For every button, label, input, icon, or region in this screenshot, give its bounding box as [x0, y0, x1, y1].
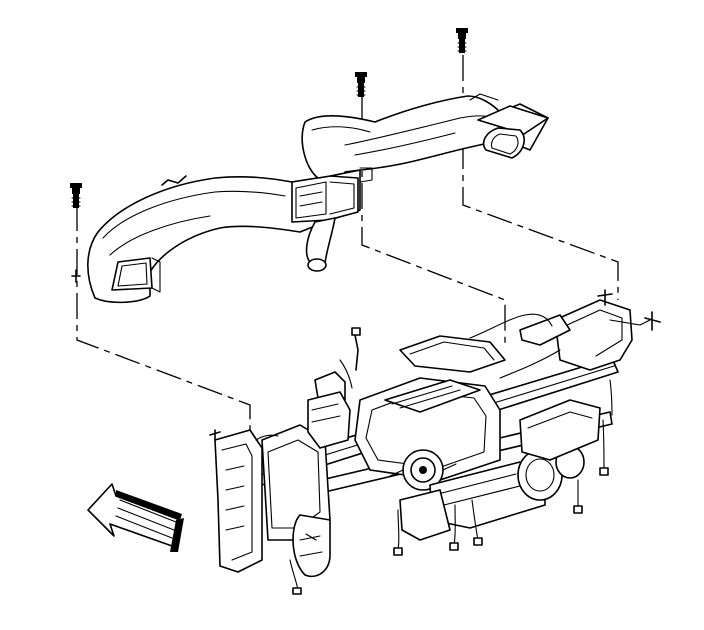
- leader-line-right: [462, 55, 619, 300]
- leader-line-left: [76, 205, 251, 432]
- fastener-bolt: [355, 72, 367, 97]
- instrument-panel-carrier: [209, 289, 661, 595]
- fastener-bolt: [70, 183, 82, 208]
- air-duct-upper: [71, 93, 549, 304]
- fastener-bolt: [456, 28, 468, 53]
- front-direction-arrow: [87, 483, 184, 552]
